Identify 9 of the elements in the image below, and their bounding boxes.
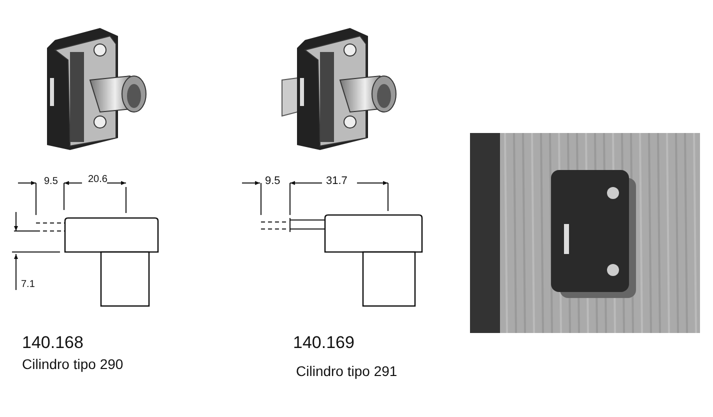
- product-name: Cilindro tipo 291: [296, 364, 398, 378]
- part-number: 140.168: [22, 334, 84, 351]
- dimension-label: 31.7: [326, 176, 348, 187]
- dimension-label: 20.6: [88, 175, 108, 185]
- dimension-label: 9.5: [265, 176, 280, 187]
- dimension-label: 7.1: [21, 280, 35, 290]
- product-name: Cilindro tipo 290: [22, 357, 124, 371]
- part-number: 140.169: [293, 334, 354, 351]
- dimension-label: 9.5: [44, 177, 58, 187]
